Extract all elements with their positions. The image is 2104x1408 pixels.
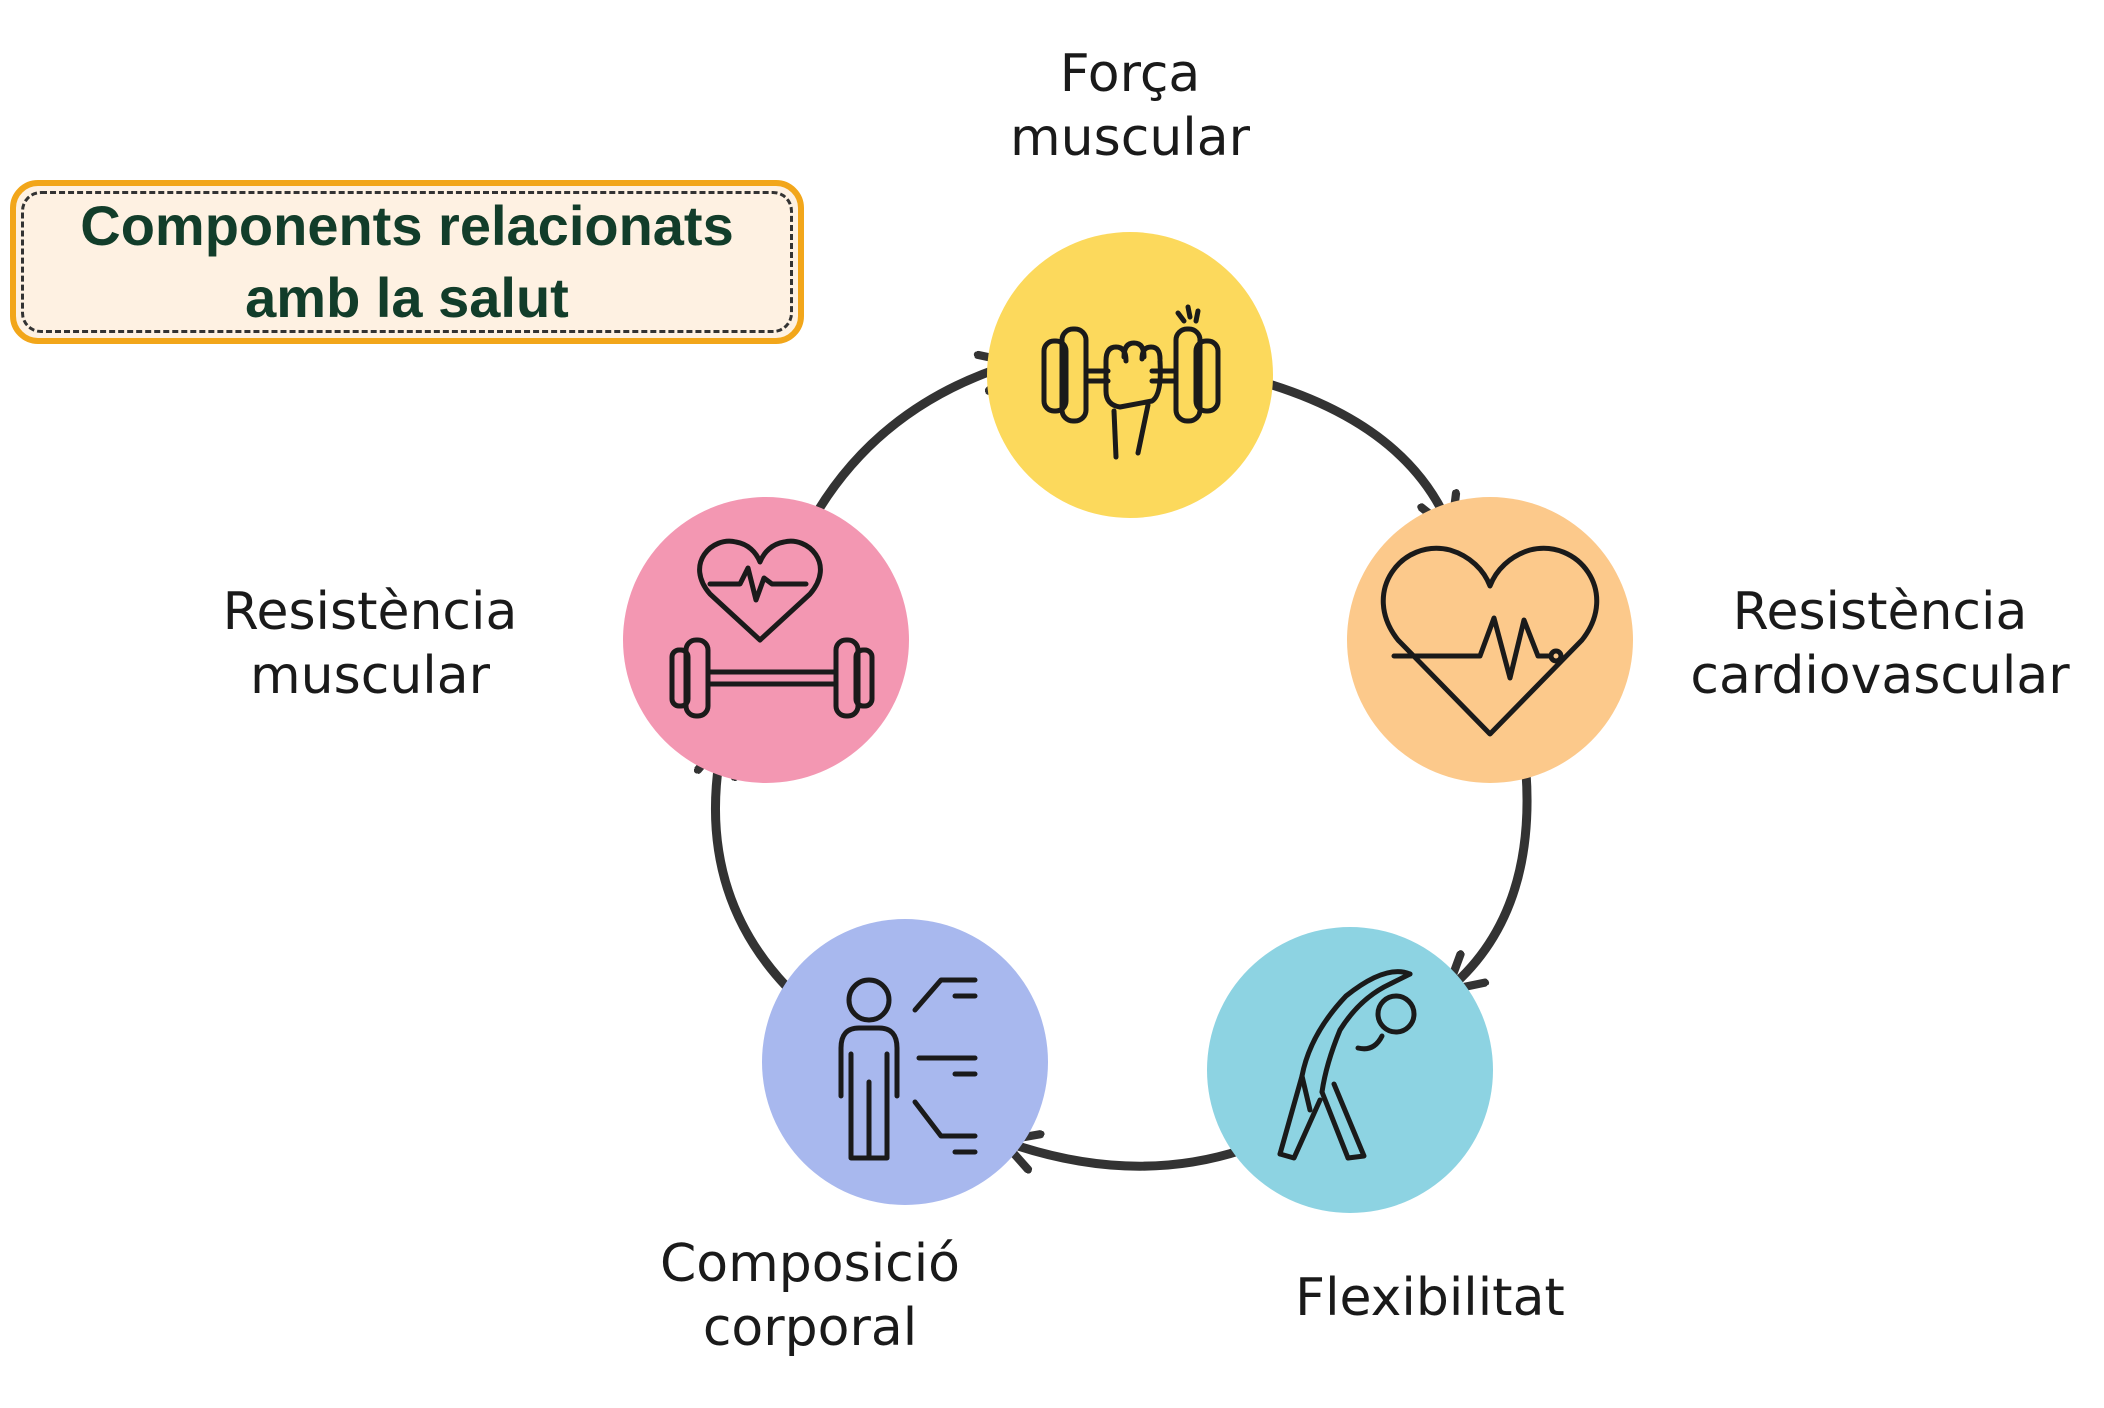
label-resistencia-muscular: Resistència muscular: [222, 582, 518, 706]
arrow-cardio-to-flexibilitat: [1450, 767, 1532, 988]
cardio-circle: [1347, 497, 1633, 783]
heart-pulse-icon: [1380, 545, 1600, 737]
cycle-arrows: [715, 364, 1532, 1166]
arrow-resistencia-to-forca: [811, 364, 1012, 519]
arrow-composicio-to-resistencia: [715, 744, 791, 991]
title-box: Components relacionats amb la salut: [10, 180, 804, 344]
flexibility-circle: [1207, 927, 1493, 1213]
label-resistencia-cardiovascular: Resistència cardiovascular: [1690, 582, 2070, 706]
body-composition-circle: [762, 919, 1048, 1205]
title-box-dashed-border: Components relacionats amb la salut: [21, 191, 793, 333]
heart-barbell-icon: [669, 538, 875, 719]
label-flexibilitat: Flexibilitat: [1295, 1268, 1565, 1328]
arrow-flexibilitat-to-composicio: [1006, 1142, 1247, 1166]
arrow-forca-to-cardio: [1243, 373, 1450, 528]
label-composicio-corporal: Composició corporal: [660, 1234, 960, 1358]
diagram-title: Components relacionats amb la salut: [80, 194, 734, 329]
dumbbell-hand-icon: [1041, 304, 1221, 460]
muscular-endurance-circle: [623, 497, 909, 783]
body-composition-icon: [838, 977, 978, 1161]
label-forca-muscular: Força muscular: [1010, 44, 1250, 168]
force-circle: [987, 232, 1273, 518]
stretching-person-icon: [1277, 969, 1417, 1161]
